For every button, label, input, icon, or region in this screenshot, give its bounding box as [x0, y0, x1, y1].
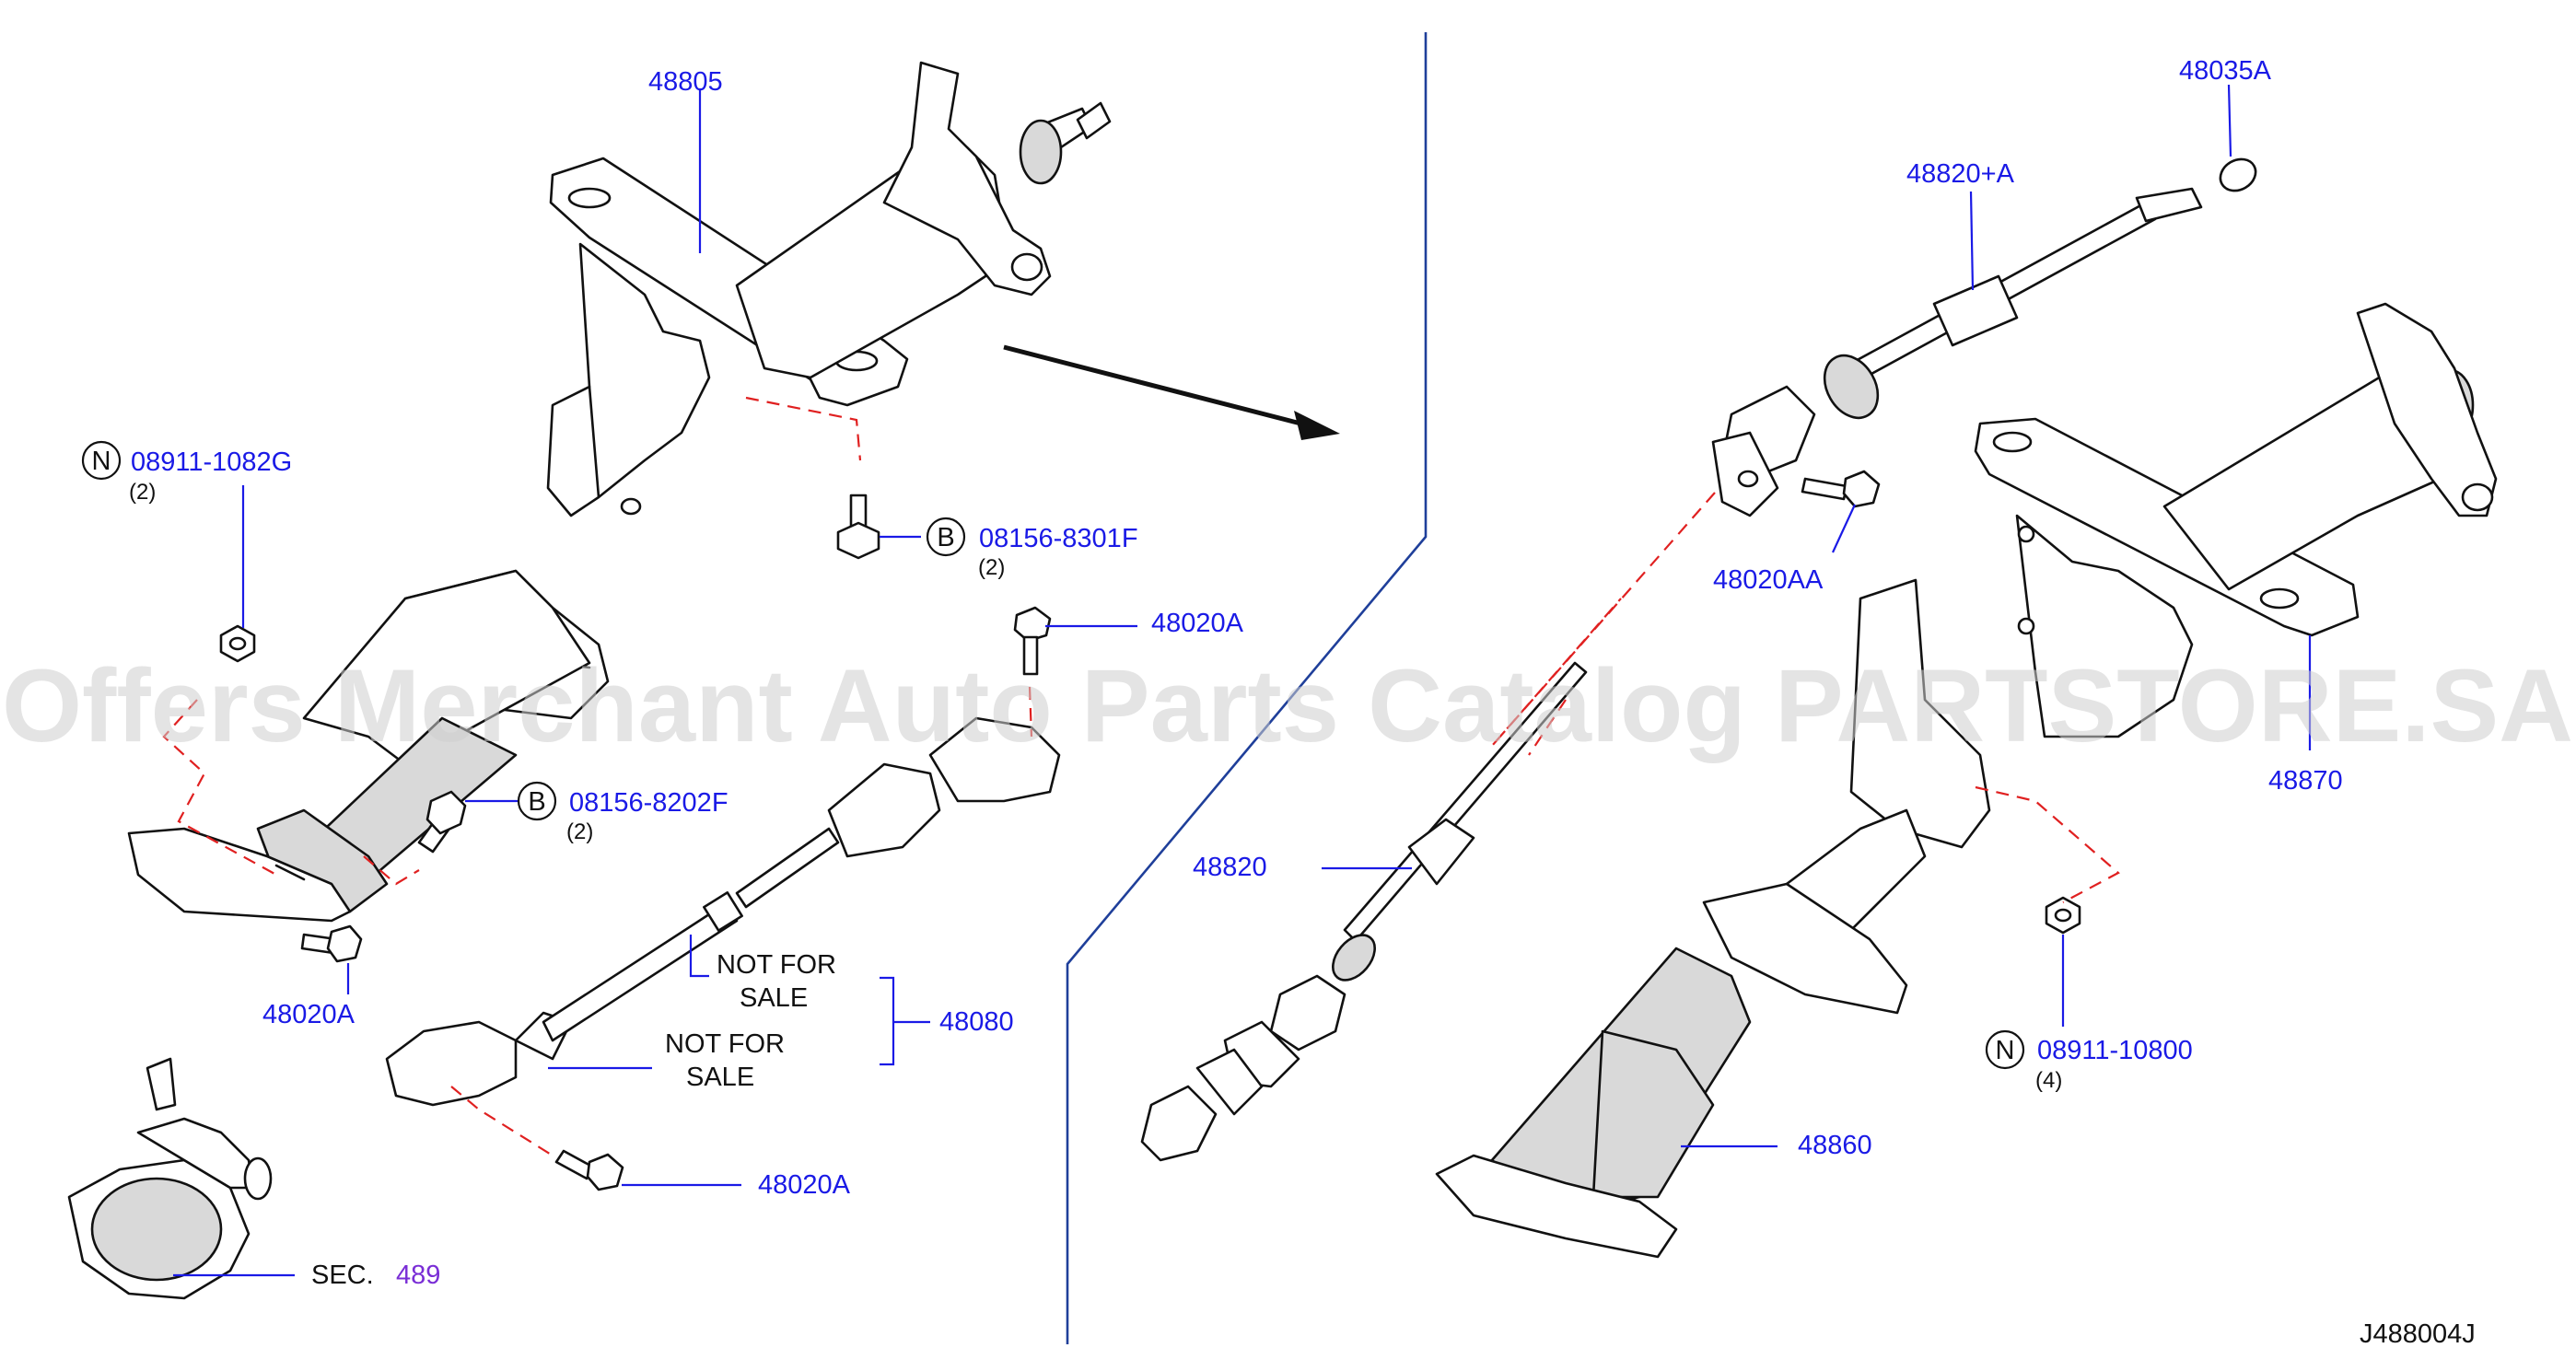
leader-lines [173, 84, 2312, 1277]
label-48870[interactable]: 48870 [2268, 766, 2343, 796]
label-48020A-top[interactable]: 48020A [1151, 609, 1244, 638]
qty-08156-8202F: (2) [566, 819, 593, 844]
dashed-alignment-lines-left [162, 396, 1033, 1156]
label-08911-10800[interactable]: 08911-10800 [2037, 1036, 2193, 1065]
column-bracket-48805-drawing [127, 61, 1112, 923]
bolt-08156-8202F-drawing [417, 790, 467, 854]
oring-48035A-drawing [2219, 157, 2257, 192]
intermediate-shaft-48820-drawing [1140, 661, 1588, 1162]
dashed-alignment-lines-right [1491, 492, 2120, 903]
sec-label: SEC. [311, 1261, 374, 1290]
label-08156-8202F[interactable]: 08156-8202F [569, 788, 729, 818]
label-48080[interactable]: 48080 [939, 1007, 1014, 1037]
label-48035A[interactable]: 48035A [2179, 56, 2272, 86]
not-for-sale-1-line1: NOT FOR [717, 950, 836, 980]
n-symbol-circle-1 [81, 440, 122, 481]
bolt-48020A-left-drawing [300, 924, 363, 963]
bolt-08156-8301F-drawing [836, 494, 880, 560]
sec-489-link[interactable]: 489 [396, 1261, 440, 1290]
label-48820[interactable]: 48820 [1193, 853, 1267, 882]
label-48860[interactable]: 48860 [1798, 1131, 1872, 1160]
bracket-48080 [880, 976, 930, 1066]
bolt-48020A-top-drawing [1013, 606, 1052, 676]
n-symbol-circle-2 [1985, 1029, 2025, 1070]
not-for-sale-2-line2: SALE [686, 1063, 754, 1092]
bolt-48020AA-drawing [1801, 470, 1881, 508]
b-symbol-2: B [528, 787, 545, 817]
upper-shaft-48820A-drawing [1711, 187, 2203, 517]
label-48820A[interactable]: 48820+A [1906, 159, 2015, 189]
nut-08911-10800-drawing [2045, 896, 2081, 935]
label-48805[interactable]: 48805 [648, 67, 723, 97]
column-bracket-48870-drawing [1974, 302, 2498, 738]
label-48020A-left[interactable]: 48020A [262, 1000, 356, 1029]
not-for-sale-2-line1: NOT FOR [665, 1029, 785, 1059]
b-symbol-circle-2 [517, 781, 557, 821]
diagram-code: J488004J [2360, 1319, 2476, 1349]
n-symbol-2: N [1996, 1036, 2015, 1065]
n-symbol-1: N [92, 447, 111, 476]
watermark-text: Offers Merchant Auto Parts Catalog PARTS… [2, 648, 2573, 763]
group-separator-line [1066, 32, 1428, 1344]
label-08156-8301F[interactable]: 08156-8301F [979, 524, 1138, 553]
lower-shaft-48080-drawing [385, 716, 1061, 1107]
label-08911-1082G[interactable]: 08911-1082G [131, 447, 292, 477]
column-jacket-48860-drawing [1435, 578, 1991, 1259]
qty-08911-1082G: (2) [129, 480, 156, 505]
qty-08911-10800: (4) [2035, 1068, 2062, 1093]
b-symbol-circle-1 [926, 517, 966, 557]
b-symbol-1: B [937, 523, 954, 552]
not-for-sale-1-line2: SALE [740, 983, 808, 1013]
sec-489-component-drawing [67, 1057, 273, 1300]
qty-08156-8301F: (2) [978, 555, 1005, 580]
nut-08911-1082G-drawing [219, 624, 256, 663]
direction-arrow [1003, 344, 1340, 440]
label-48020AA[interactable]: 48020AA [1713, 565, 1824, 595]
bolt-48020A-bottom-drawing [554, 1149, 624, 1191]
label-48020A-bottom[interactable]: 48020A [758, 1170, 851, 1200]
